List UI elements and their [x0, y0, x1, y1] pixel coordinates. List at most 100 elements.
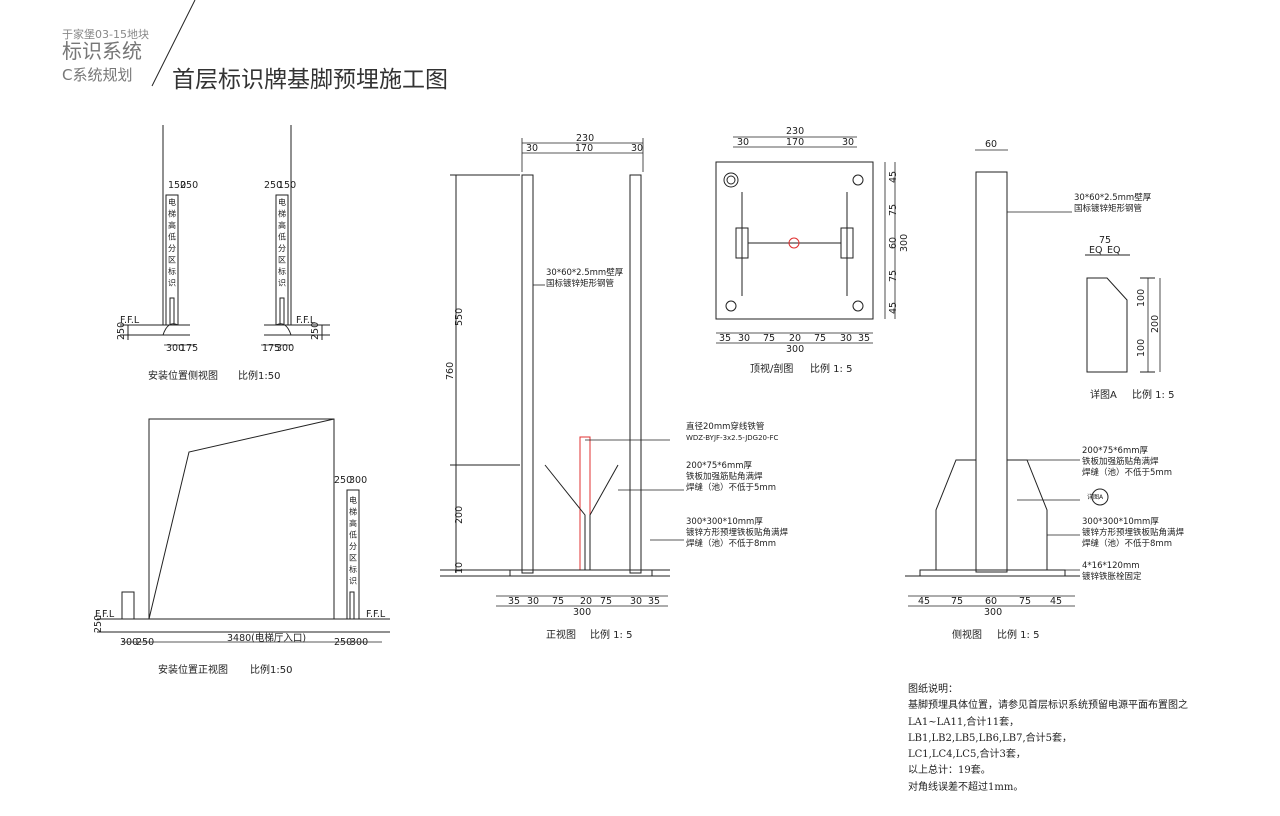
- system-name: 标识系统: [62, 39, 142, 63]
- top-dim-right: 75: [888, 204, 899, 216]
- front-dim-left: 550: [454, 308, 465, 326]
- caption-detail-a: 详图A: [1090, 388, 1117, 401]
- caption-side-install: 安装位置侧视图: [148, 369, 218, 382]
- side-dim-top: 60: [985, 139, 997, 150]
- front-dim-bottom: 35: [648, 596, 660, 607]
- sign-char: 梯: [278, 209, 286, 219]
- side-dim-bottom: 60: [985, 596, 997, 607]
- front-install-height-dim: 250: [93, 615, 104, 633]
- top-dim-bottom: 20: [789, 333, 801, 344]
- top-dim-bottom: 75: [814, 333, 826, 344]
- scale-detail-a: 比例 1: 5: [1132, 388, 1174, 401]
- front-dim-bottom: 75: [600, 596, 612, 607]
- caption-top-view: 顶视/剖图: [750, 362, 793, 375]
- sign-char: 分: [349, 542, 357, 551]
- notes-line: LB1,LB2,LB5,LB6,LB7,合计5套，: [908, 732, 1073, 744]
- front-dim-left: 10: [454, 562, 465, 574]
- side-install-dim-b: 250: [180, 180, 198, 191]
- front-dim-left: 760: [445, 362, 456, 380]
- plate-note-2: 镀锌方形预埋铁板贴角满焊: [686, 527, 789, 538]
- front-install-dim-b2: 300: [350, 637, 368, 648]
- sign-char: 区: [349, 554, 357, 563]
- side-install-view-left: [120, 125, 190, 340]
- scale-side-view: 比例 1: 5: [997, 628, 1039, 641]
- tube-note-2: 国标镀锌矩形钢管: [546, 278, 614, 289]
- top-dim-top: 30: [842, 137, 854, 148]
- sign-char: 分: [168, 244, 176, 253]
- top-dim-total: 230: [786, 126, 804, 137]
- sign-char: 低: [349, 530, 357, 540]
- detail-eq: EQ: [1089, 245, 1102, 256]
- side-install-view-right: [264, 125, 330, 340]
- ffl-label: F.F.L: [95, 609, 115, 620]
- top-dim-right: 45: [888, 302, 899, 314]
- caption-side-view: 侧视图: [952, 628, 982, 641]
- front-dim-bottom: 35: [508, 596, 520, 607]
- front-dim-total: 230: [576, 133, 594, 144]
- side-dim-bottom: 75: [1019, 596, 1031, 607]
- top-dim-bottom: 30: [738, 333, 750, 344]
- top-dim-bottom: 35: [719, 333, 731, 344]
- sign-char: 高: [349, 518, 357, 528]
- notes-line: 对角线误差不超过1mm。: [908, 781, 1024, 793]
- detail-a-view: [1085, 254, 1155, 373]
- sign-char: 区: [168, 256, 176, 265]
- side-install-dim-d2: 300: [276, 343, 294, 354]
- front-install-dim-d: 300: [120, 637, 138, 648]
- side-rib-note-3: 焊缝（池）不低于5mm: [1082, 467, 1172, 478]
- sign-char: 高: [278, 220, 286, 230]
- rib-note-2: 铁板加强筋贴角满焊: [686, 471, 763, 482]
- top-dim-bottom-total: 300: [786, 344, 804, 355]
- side-tube-note-2: 国标镀锌矩形钢管: [1074, 203, 1142, 214]
- sign-char: 标: [168, 266, 176, 276]
- side-plate-note-1: 300*300*10mm厚: [1082, 517, 1159, 527]
- front-dim-bottom: 30: [527, 596, 539, 607]
- side-view: [905, 171, 1109, 577]
- front-dim-top: 30: [526, 143, 538, 154]
- side-plate-note-2: 镀锌方形预埋铁板贴角满焊: [1082, 527, 1185, 538]
- rib-note-1: 200*75*6mm厚: [686, 461, 753, 471]
- side-dim-bottom-total: 300: [984, 607, 1002, 618]
- detail-dim-right: 100: [1136, 339, 1147, 357]
- sign-char: 梯: [349, 507, 357, 517]
- side-install-dim-c: 250: [264, 180, 282, 191]
- detail-dim-top: 75: [1099, 235, 1111, 246]
- notes-line: LC1,LC4,LC5,合计3套，: [908, 749, 1026, 761]
- detail-dim-right: 100: [1136, 289, 1147, 307]
- sign-char: 低: [168, 232, 176, 242]
- top-dim-right: 60: [888, 237, 899, 249]
- sign-char: 标: [278, 266, 286, 276]
- rib-note-3: 焊缝（池）不低于5mm: [686, 482, 776, 493]
- plate-note-3: 焊缝（池）不低于8mm: [686, 538, 776, 549]
- drawing-notes: 图纸说明： 基脚预埋具体位置，请参见首层标识系统预留电源平面布置图之 LA1~L…: [908, 682, 1188, 796]
- top-dim-bottom: 30: [840, 333, 852, 344]
- bolt-note-2: 镀锌铁胀栓固定: [1082, 571, 1142, 582]
- sign-char: 电: [168, 197, 176, 207]
- front-view: [440, 174, 670, 577]
- side-install-height-dim: 250: [116, 322, 127, 340]
- ffl-label: F.F.L: [366, 609, 386, 620]
- scale-top-view: 比例 1: 5: [810, 362, 852, 375]
- sign-char: 区: [278, 256, 286, 265]
- side-tube-note-1: 30*60*2.5mm壁厚: [1074, 192, 1152, 203]
- conduit-note-1: 直径20mm穿线铁管: [686, 421, 764, 432]
- caption-front-install: 安装位置正视图: [158, 663, 228, 676]
- sign-char: 识: [168, 279, 176, 288]
- top-dim-right: 75: [888, 270, 899, 282]
- sign-char: 标: [349, 564, 357, 574]
- side-install-dim-a2: 150: [278, 180, 296, 191]
- sign-char: 识: [278, 279, 286, 288]
- side-rib-note-1: 200*75*6mm厚: [1082, 446, 1149, 456]
- page-title: 首层标识牌基脚预埋施工图: [172, 67, 448, 93]
- side-dim-bottom: 75: [951, 596, 963, 607]
- side-dim-bottom: 45: [918, 596, 930, 607]
- scale-side-install: 比例1:50: [238, 369, 280, 382]
- front-install-view: [97, 418, 390, 633]
- side-plate-note-3: 焊缝（池）不低于8mm: [1082, 538, 1172, 549]
- tube-note-1: 30*60*2.5mm壁厚: [546, 267, 624, 278]
- notes-heading: 图纸说明：: [908, 684, 958, 695]
- front-dim-top: 30: [631, 143, 643, 154]
- top-dim-bottom: 35: [858, 333, 870, 344]
